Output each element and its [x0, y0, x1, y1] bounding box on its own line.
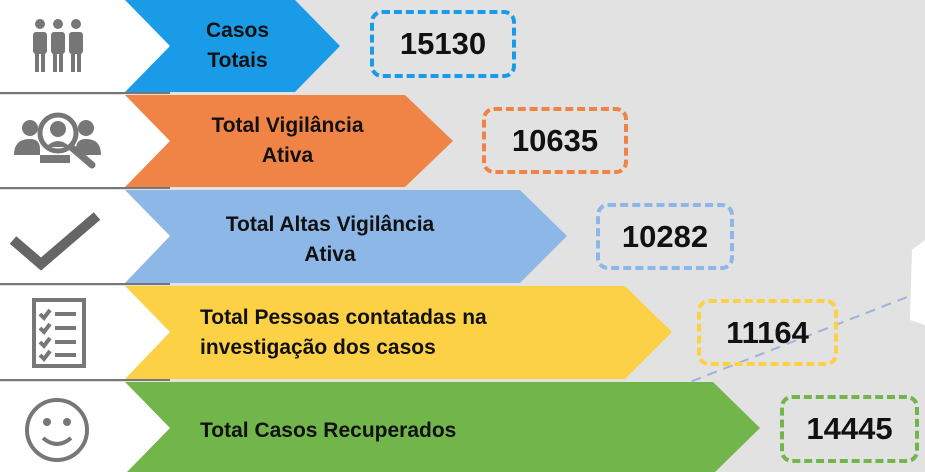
smiley-face-icon: [25, 398, 89, 462]
stat-row-altas-vigilancia: Total Altas Vigilância Ativa 10282: [0, 190, 925, 285]
stat-row-casos-totais: Casos Totais 15130: [0, 0, 925, 94]
row-label: Total Pessoas contatadas na investigação…: [200, 303, 560, 363]
arrow-banner: [125, 0, 340, 92]
row-label: Total Altas Vigilância Ativa: [190, 210, 470, 270]
arrow-banner: [125, 286, 672, 379]
person-search-icon: [14, 112, 101, 169]
value-box: 10635: [482, 107, 628, 174]
label-line: Total Altas Vigilância: [225, 213, 435, 236]
row-label: Total Vigilância Ativa: [180, 111, 395, 171]
arrow-banner: [125, 382, 760, 472]
checklist-icon: [32, 298, 86, 368]
value-box: 15130: [370, 10, 516, 78]
value-box: 10282: [596, 203, 734, 270]
value-box: 14445: [780, 395, 919, 463]
label-line: Ativa: [304, 243, 356, 266]
people-group-icon: [33, 19, 83, 72]
label-line: Total Pessoas contatadas na: [200, 306, 487, 329]
label-line: Casos: [205, 19, 270, 42]
arrow-banner: [125, 190, 567, 283]
label-line: investigação dos casos: [200, 336, 436, 359]
value-box: 11164: [697, 299, 838, 366]
arrow-banner: [125, 95, 453, 187]
stat-row-pessoas-contatadas: Total Pessoas contatadas na investigação…: [0, 286, 925, 381]
checkmark-icon: [9, 212, 100, 271]
label-line: Totais: [207, 49, 268, 72]
label-line: Total Casos Recuperados: [200, 419, 457, 442]
stat-row-casos-recuperados: Total Casos Recuperados 14445: [0, 382, 925, 472]
label-line: Ativa: [261, 144, 314, 167]
label-line: Total Vigilância: [211, 114, 364, 137]
row-label: Total Casos Recuperados: [200, 416, 520, 446]
row-label: Casos Totais: [180, 16, 295, 76]
stat-row-vigilancia-ativa: Total Vigilância Ativa 10635: [0, 95, 925, 189]
